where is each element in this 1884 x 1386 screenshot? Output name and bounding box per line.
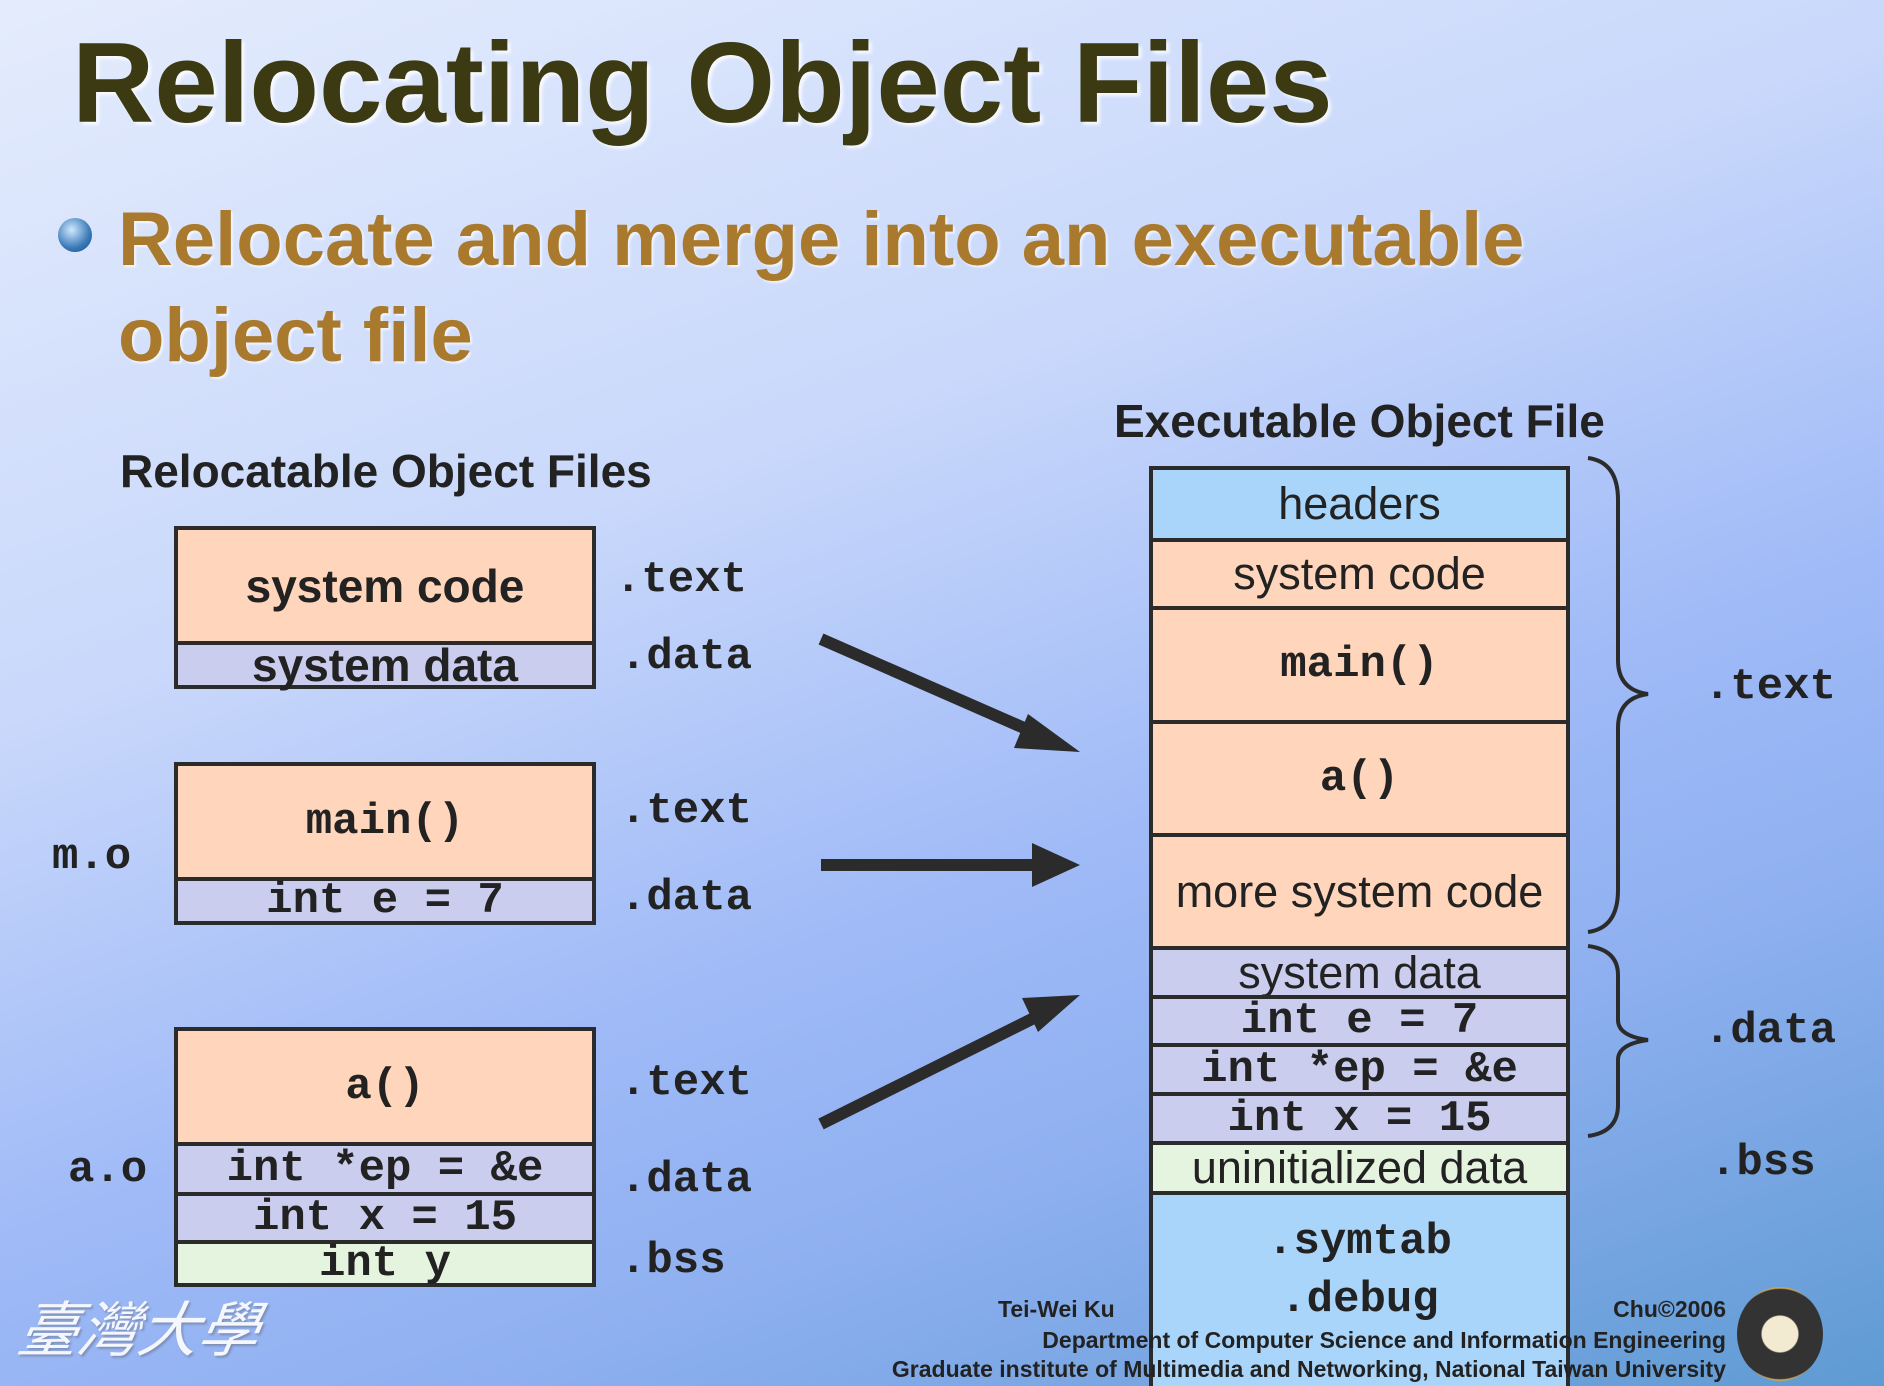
file-name-m-o: m.o bbox=[52, 832, 132, 882]
slide-title: Relocating Object Files bbox=[72, 20, 1333, 147]
section-system-data: system data bbox=[178, 639, 592, 691]
footer-department: Department of Computer Science and Infor… bbox=[1042, 1327, 1726, 1353]
row-system-data: system data bbox=[1153, 946, 1566, 998]
footer-institute: Graduate institute of Multimedia and Net… bbox=[891, 1356, 1726, 1382]
executable-object-file: headers system code main() a() more syst… bbox=[1149, 466, 1570, 1386]
text-brace bbox=[1587, 456, 1649, 934]
footer-author: Tei-Wei Ku bbox=[998, 1296, 1115, 1322]
row-more-system-code: more system code bbox=[1153, 833, 1566, 946]
section-int-e: int e = 7 bbox=[178, 876, 592, 926]
arrow-system bbox=[818, 633, 1043, 741]
section-main: main() bbox=[178, 766, 592, 877]
executable-heading: Executable Object File bbox=[1114, 395, 1605, 447]
section-label: .data bbox=[620, 632, 753, 682]
section-int-ep: int *ep = &e bbox=[178, 1142, 592, 1194]
arrow-a-o bbox=[818, 1009, 1043, 1130]
row-int-x: int x = 15 bbox=[1153, 1092, 1566, 1144]
section-label: .bss bbox=[620, 1236, 726, 1286]
row-int-ep: int *ep = &e bbox=[1153, 1043, 1566, 1095]
section-label: .text bbox=[620, 786, 753, 836]
bullet-text: Relocate and merge into an executable ob… bbox=[118, 197, 1525, 378]
row-int-e: int e = 7 bbox=[1153, 995, 1566, 1046]
ntu-calligraphy-logo: 臺灣大學 bbox=[12, 1296, 266, 1366]
debug-label: .debug bbox=[1280, 1275, 1439, 1325]
bullet-icon bbox=[58, 218, 92, 252]
exe-data-label: .data bbox=[1704, 1006, 1837, 1056]
arrow-head bbox=[1022, 995, 1080, 1032]
row-system-code: system code bbox=[1153, 538, 1566, 606]
section-label: .text bbox=[620, 1058, 753, 1108]
row-a: a() bbox=[1153, 720, 1566, 833]
a-o-file: a() int *ep = &e int x = 15 int y bbox=[174, 1027, 596, 1289]
system-object-file: system code system data bbox=[174, 526, 596, 691]
arrow-head bbox=[1014, 714, 1080, 752]
exe-bss-label: .bss bbox=[1710, 1138, 1816, 1188]
data-brace bbox=[1587, 944, 1649, 1138]
university-seal-logo bbox=[1737, 1287, 1823, 1381]
footer-copyright: Chu©2006 bbox=[1613, 1296, 1726, 1322]
section-label: .data bbox=[620, 873, 753, 923]
section-system-code: system code bbox=[178, 530, 592, 641]
row-symtab-debug: .symtab .debug bbox=[1153, 1191, 1566, 1386]
relocatable-heading: Relocatable Object Files bbox=[120, 445, 652, 497]
section-int-x: int x = 15 bbox=[178, 1192, 592, 1243]
symtab-label: .symtab bbox=[1267, 1217, 1452, 1267]
section-int-y: int y bbox=[178, 1239, 592, 1289]
m-o-file: main() int e = 7 bbox=[174, 762, 596, 926]
section-a: a() bbox=[178, 1031, 592, 1142]
row-main: main() bbox=[1153, 606, 1566, 720]
file-name-a-o: a.o bbox=[68, 1145, 148, 1195]
row-headers: headers bbox=[1153, 470, 1566, 538]
exe-text-label: .text bbox=[1704, 662, 1837, 712]
section-label: .data bbox=[620, 1155, 753, 1205]
row-uninitialized-data: uninitialized data bbox=[1153, 1141, 1566, 1193]
section-label: .text bbox=[615, 555, 748, 605]
arrow-head bbox=[1032, 843, 1080, 887]
